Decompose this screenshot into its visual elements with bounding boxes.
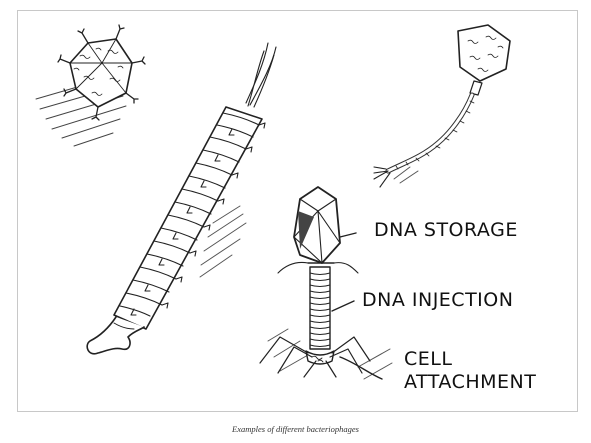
label-dna-injection: DNA INJECTION — [362, 289, 514, 311]
icosahedral-phage-topleft — [35, 24, 146, 147]
label-cell-attachment-line1: CELL — [404, 348, 453, 370]
figure-caption: Examples of different bacteriophages — [232, 424, 359, 434]
t4-phage — [259, 186, 393, 380]
label-dna-storage: DNA STORAGE — [374, 219, 518, 241]
bacteriophage-illustration: DNA STORAGE DNA INJECTION CELL ATTACHMEN… — [17, 10, 578, 412]
label-cell-attachment-line2: ATTACHMENT — [404, 371, 537, 393]
long-flexible-tail-phage — [373, 24, 511, 188]
phage-drawing — [35, 24, 511, 380]
helical-long-tail-phage — [86, 42, 277, 355]
